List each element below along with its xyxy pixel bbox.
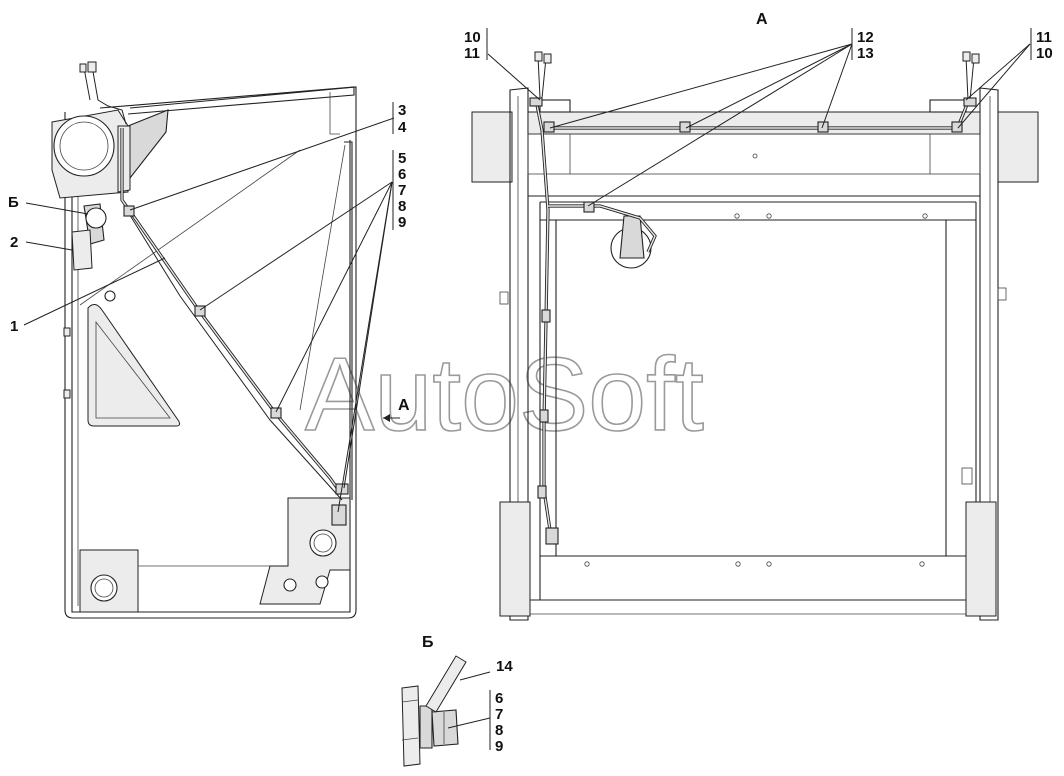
triangle-cutout bbox=[87, 304, 181, 427]
component-2 bbox=[71, 229, 93, 271]
harness-clip bbox=[539, 409, 549, 423]
harness-clip bbox=[583, 201, 595, 213]
detail-b bbox=[401, 655, 467, 767]
connector-round bbox=[85, 207, 107, 229]
leader-lines bbox=[23, 43, 1031, 729]
terminal bbox=[79, 63, 87, 73]
callout-12: 12 bbox=[857, 29, 874, 46]
section-a-marker: А bbox=[398, 397, 410, 414]
harness-clip bbox=[123, 205, 135, 217]
terminal bbox=[87, 61, 97, 73]
harness-clip bbox=[541, 309, 551, 323]
watermark-text: AutoSoft bbox=[305, 337, 704, 453]
view-a-cab-frame bbox=[471, 51, 1039, 621]
harness-connector bbox=[545, 527, 559, 545]
hole bbox=[104, 290, 116, 302]
hole bbox=[283, 578, 297, 592]
callout-13: 13 bbox=[857, 45, 874, 62]
callout-8-detail: 8 bbox=[495, 722, 503, 739]
callout-11-right: 11 bbox=[1036, 29, 1052, 46]
callout-10-right: 10 bbox=[1036, 45, 1053, 62]
terminal bbox=[962, 51, 971, 62]
callout-2: 2 bbox=[10, 234, 18, 251]
hole bbox=[315, 575, 329, 589]
callout-b-marker: Б bbox=[8, 194, 19, 211]
detail-b-title: Б bbox=[422, 634, 434, 651]
terminal bbox=[534, 51, 543, 62]
callout-11-left: 11 bbox=[464, 45, 480, 62]
harness-clip bbox=[270, 407, 282, 419]
callout-7: 7 bbox=[398, 182, 406, 199]
callout-10-left: 10 bbox=[464, 29, 481, 46]
grommet bbox=[529, 97, 543, 107]
callout-5: 5 bbox=[398, 150, 406, 167]
lower-block-left bbox=[499, 501, 531, 617]
clip bbox=[63, 327, 71, 337]
callout-4: 4 bbox=[398, 119, 407, 136]
callout-1: 1 bbox=[10, 318, 18, 335]
callout-6: 6 bbox=[398, 166, 406, 183]
terminal bbox=[971, 53, 980, 64]
harness-clip bbox=[817, 121, 829, 133]
callout-3: 3 bbox=[398, 102, 406, 119]
callout-7-detail: 7 bbox=[495, 706, 503, 723]
harness-clip bbox=[537, 485, 547, 499]
terminal bbox=[543, 53, 552, 64]
grommet bbox=[963, 97, 977, 107]
side-view-cab-panel bbox=[51, 61, 400, 619]
harness-clip bbox=[194, 305, 206, 317]
callout-6-detail: 6 bbox=[495, 690, 503, 707]
harness-clip bbox=[679, 121, 691, 133]
lower-block-right bbox=[965, 501, 997, 617]
callout-8: 8 bbox=[398, 198, 406, 215]
fan-round bbox=[53, 115, 115, 177]
clip bbox=[63, 389, 71, 399]
callout-9-detail: 9 bbox=[495, 738, 503, 755]
side-block-left bbox=[471, 111, 513, 183]
harness-clip bbox=[951, 121, 963, 133]
bottom-right-boss bbox=[259, 497, 351, 605]
view-a-title: А bbox=[756, 11, 768, 28]
callout-9: 9 bbox=[398, 214, 406, 231]
callout-14: 14 bbox=[496, 658, 513, 675]
side-block-right bbox=[997, 111, 1039, 183]
callouts: Б 2 1 3 4 5 6 7 8 9 А А 10 11 12 13 11 1… bbox=[8, 11, 1053, 755]
